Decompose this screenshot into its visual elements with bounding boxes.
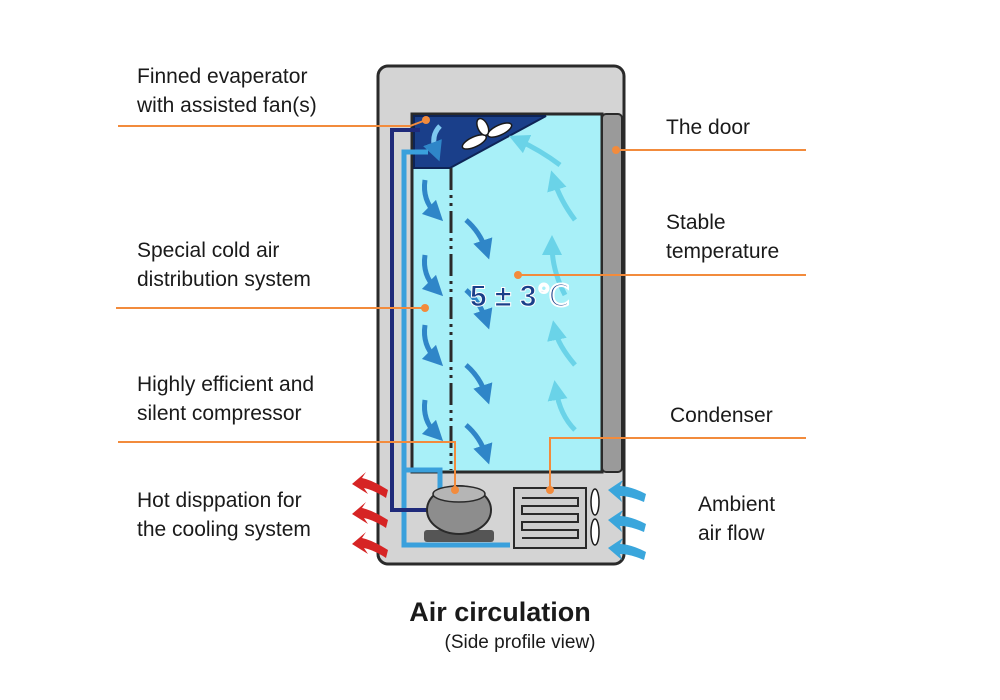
label-distribution-line1: Special cold air bbox=[137, 239, 280, 262]
diagram-title: Air circulation bbox=[409, 597, 591, 627]
compressor-icon bbox=[424, 485, 494, 542]
door bbox=[601, 113, 623, 473]
rising-air-arrows bbox=[508, 135, 578, 432]
refrigerant-line-return bbox=[401, 470, 510, 548]
label-door-line1: The door bbox=[666, 116, 751, 139]
label-condenser: Condenser bbox=[670, 401, 773, 430]
hot-air-arrow-icon bbox=[352, 472, 388, 558]
temperature-readout: 5 ± 3℃ bbox=[470, 280, 570, 313]
label-compressor: Highly efficient and silent compressor bbox=[137, 370, 314, 428]
label-ambient-line1: Ambient bbox=[698, 493, 776, 516]
fan-icon bbox=[461, 117, 513, 150]
condenser-coil-icon bbox=[513, 487, 587, 549]
label-distribution-line2: distribution system bbox=[137, 268, 311, 291]
evaporator-arrow-icon bbox=[423, 124, 442, 162]
label-condenser-line1: Condenser bbox=[670, 404, 773, 427]
label-door: The door bbox=[666, 113, 750, 142]
label-stable-temperature: Stable temperature bbox=[666, 208, 779, 266]
label-stable-line2: temperature bbox=[666, 240, 780, 263]
label-ambient-air: Ambient air flow bbox=[698, 490, 775, 548]
label-hot-line2: the cooling system bbox=[137, 518, 311, 541]
leader-dots bbox=[421, 116, 620, 494]
label-evaporator: Finned evaperator with assisted fan(s) bbox=[137, 62, 317, 120]
cold-air-arrows-left bbox=[421, 179, 444, 442]
condenser-fan-icon bbox=[590, 488, 600, 546]
label-evaporator-line1: Finned evaperator bbox=[137, 65, 308, 88]
label-compressor-line2: silent compressor bbox=[137, 402, 302, 425]
cold-air-arrows-middle bbox=[464, 218, 493, 465]
diagram-subtitle: (Side profile view) bbox=[444, 632, 596, 653]
ambient-air-arrow-icon bbox=[608, 480, 646, 560]
label-stable-line1: Stable bbox=[666, 211, 726, 234]
label-distribution: Special cold air distribution system bbox=[137, 236, 311, 294]
label-hot-dissipation: Hot disppation for the cooling system bbox=[137, 486, 311, 544]
cold-chamber bbox=[410, 112, 604, 474]
label-hot-line1: Hot disppation for bbox=[137, 489, 302, 512]
label-ambient-line2: air flow bbox=[698, 522, 765, 545]
refrigerant-line-dark bbox=[390, 128, 432, 512]
label-compressor-line1: Highly efficient and bbox=[137, 373, 315, 396]
leader-lines bbox=[116, 119, 806, 490]
label-evaporator-line2: with assisted fan(s) bbox=[137, 94, 317, 117]
